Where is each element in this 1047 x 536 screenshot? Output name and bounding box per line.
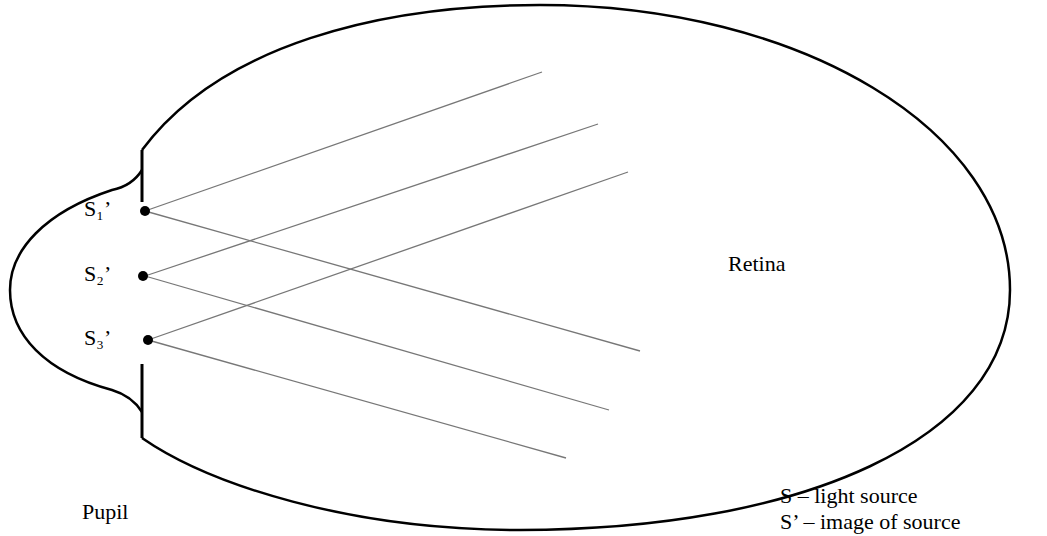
part-name: Pupil (82, 500, 128, 524)
pupil-edge (141, 364, 144, 438)
cornea-outline (10, 170, 142, 412)
pupil-edge (141, 150, 144, 202)
light-rays (145, 72, 640, 458)
point-label: S₃’ (84, 326, 111, 350)
point-label: S₁’ (84, 197, 111, 221)
image-points (138, 206, 153, 345)
eyeball-outline (142, 5, 1010, 530)
part-name: Retina (728, 252, 785, 276)
point-label: S₂’ (84, 262, 111, 286)
key-note: S – light source (780, 484, 918, 508)
key-note: S’ – image of source (780, 510, 960, 534)
